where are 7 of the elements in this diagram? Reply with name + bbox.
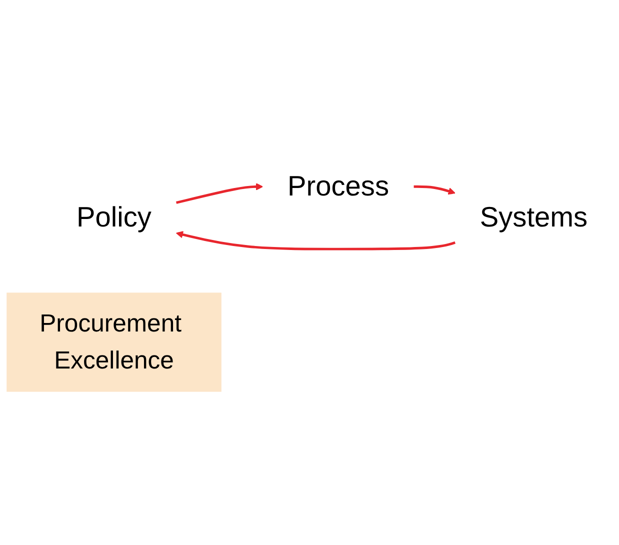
arrow — [176, 183, 264, 204]
arrow — [176, 231, 456, 250]
arrow — [414, 185, 456, 195]
node-text: Policy — [76, 202, 152, 234]
node-box: Procurement Excellence — [6, 292, 222, 392]
node-text: Systems — [480, 202, 588, 234]
node-text: Process — [288, 170, 390, 202]
